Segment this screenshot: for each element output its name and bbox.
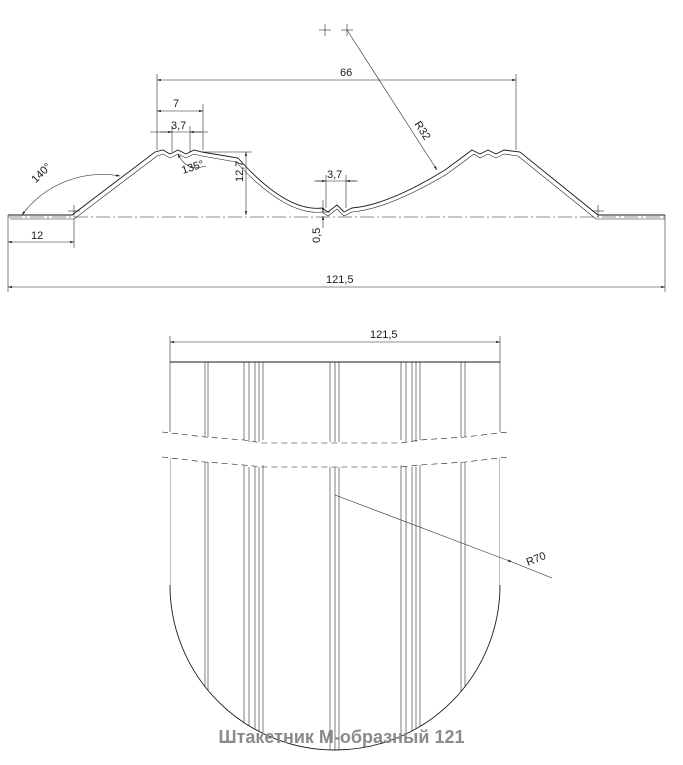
front-view: 121,5: [161, 329, 553, 751]
break-line-bottom: [161, 456, 509, 468]
dim-3-7-bottom-label: 3,7: [327, 169, 342, 181]
profile-outline: [8, 149, 665, 216]
dim-7-label: 7: [173, 98, 179, 110]
profile-section: R32 66 7 3,7 135° 140° 12,7 3,7: [7, 24, 666, 292]
r32-label: R32: [411, 119, 432, 142]
dim-12-7-label: 12,7: [234, 161, 246, 182]
angle-135-arc: [177, 153, 207, 168]
profile-inner-line: [10, 153, 666, 220]
front-dim-121-5-label: 121,5: [370, 329, 398, 341]
angle-140-arc: [21, 174, 121, 216]
angle-135-label: 135°: [180, 158, 205, 176]
drawing-caption: Штакетник М-образный 121: [218, 727, 465, 747]
front-bottom-arc: [169, 584, 501, 751]
r70-leader: [334, 494, 513, 563]
center-crosses: [68, 24, 604, 217]
r32-leader: [346, 29, 438, 171]
dim-0-5-label: 0,5: [311, 228, 323, 243]
dim-3-7-top-label: 3,7: [171, 120, 186, 132]
dim-121-5-label: 121,5: [326, 274, 354, 286]
dim-12-label: 12: [31, 230, 43, 242]
r70-label: R70: [525, 550, 548, 569]
angle-140-label: 140°: [29, 161, 54, 186]
dim-66-label: 66: [340, 67, 352, 79]
